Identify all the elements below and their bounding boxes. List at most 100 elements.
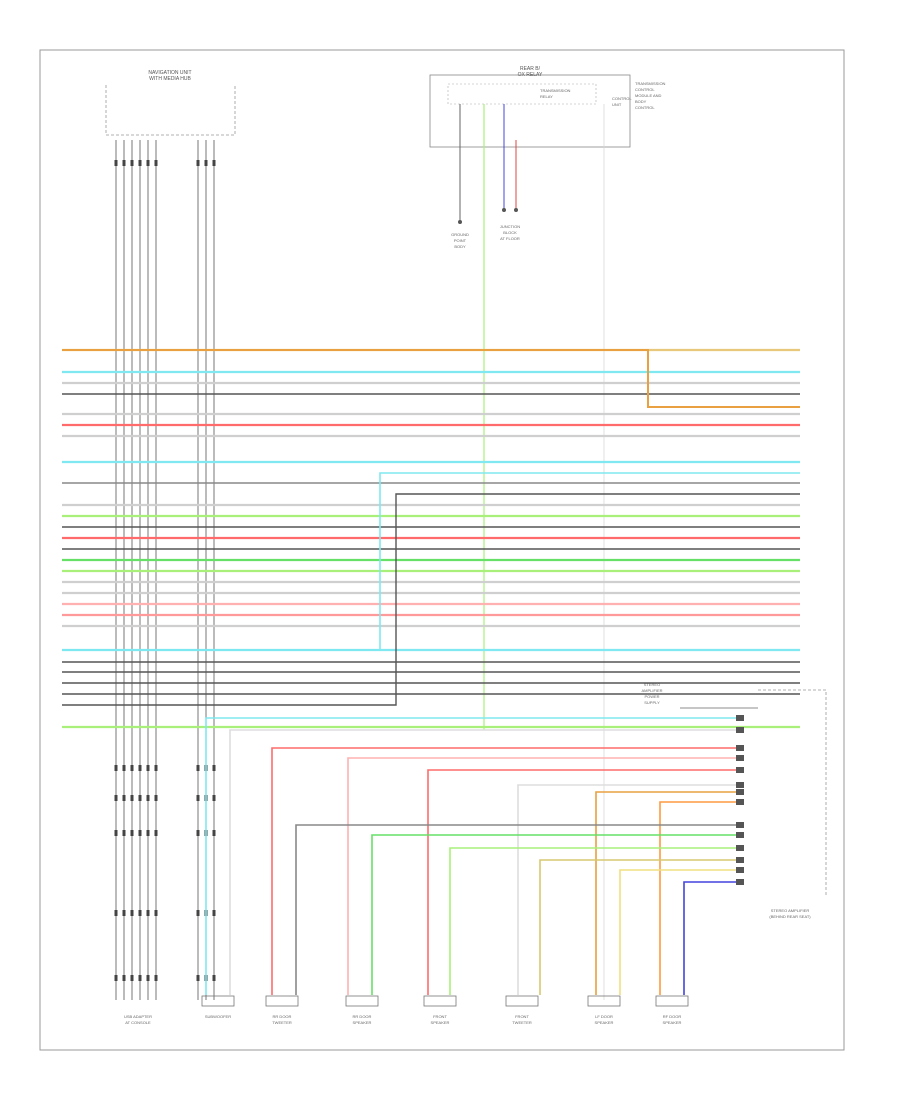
connector-pin — [138, 830, 142, 836]
relay-box: REAR B/ OX RELAY TRANSMISSION RELAY CONT… — [429, 66, 666, 148]
svg-text:WITH MEDIA HUB: WITH MEDIA HUB — [149, 76, 191, 82]
connector-pin — [212, 910, 216, 916]
amp-wire — [347, 757, 740, 995]
connector-pin — [114, 795, 118, 801]
connector-pin — [138, 910, 142, 916]
amp-pin — [736, 782, 744, 788]
connector-pin — [114, 160, 118, 166]
connector-pin — [122, 910, 126, 916]
connector-pin — [130, 765, 134, 771]
speaker-label: FRONT — [515, 1014, 529, 1019]
speaker-label: SUBWOOFER — [205, 1014, 231, 1019]
amp-wire — [205, 717, 740, 995]
connector-pin — [122, 795, 126, 801]
connector-pin — [196, 910, 200, 916]
connector-pin — [122, 160, 126, 166]
connector-pin — [146, 830, 150, 836]
amp-pin — [736, 715, 744, 721]
speaker-body — [423, 995, 457, 1007]
svg-text:JUNCTION: JUNCTION — [500, 224, 520, 229]
connector-pin — [154, 765, 158, 771]
svg-text:TRANSMISSION: TRANSMISSION — [540, 88, 571, 93]
svg-text:USB ADAPTER: USB ADAPTER — [124, 1014, 152, 1019]
connector-pin — [138, 765, 142, 771]
speaker-body — [587, 995, 621, 1007]
connector-pin — [196, 160, 200, 166]
connector-pin — [122, 765, 126, 771]
amp-pin — [736, 857, 744, 863]
usb-adapter: USB ADAPTER AT CONSOLE — [124, 1014, 152, 1025]
amp-wire — [449, 847, 740, 995]
amp-wire — [371, 834, 740, 995]
amp-pin — [736, 727, 744, 733]
connector-pin — [196, 830, 200, 836]
bus-wire — [62, 493, 800, 706]
connector-pin — [130, 830, 134, 836]
amp-wire — [595, 791, 740, 995]
connector-pin — [130, 975, 134, 981]
svg-text:BLOCK: BLOCK — [503, 230, 517, 235]
connector-pin — [146, 975, 150, 981]
speaker-label: SPEAKER — [353, 1020, 372, 1025]
connector-pin — [130, 160, 134, 166]
connector-pin — [130, 795, 134, 801]
amp-pin — [736, 799, 744, 805]
speaker-body — [201, 995, 235, 1007]
relay-box-label: REAR B/ — [520, 66, 541, 72]
connector-pin — [146, 765, 150, 771]
speaker: SUBWOOFER — [201, 995, 235, 1019]
connector-pin — [114, 830, 118, 836]
connector-pin — [212, 830, 216, 836]
svg-text:TRANSMISSION: TRANSMISSION — [635, 81, 666, 86]
connector-pin — [212, 765, 216, 771]
speaker-label: LF DOOR — [595, 1014, 613, 1019]
speaker-label: SPEAKER — [595, 1020, 614, 1025]
amp-pin — [736, 832, 744, 838]
svg-text:AT CONSOLE: AT CONSOLE — [125, 1020, 151, 1025]
amp-wire — [539, 859, 740, 995]
svg-text:STEREO: STEREO — [644, 682, 660, 687]
amplifier-wires — [205, 715, 744, 995]
svg-text:(BEHIND REAR SEAT): (BEHIND REAR SEAT) — [769, 914, 811, 919]
nav-unit-label: NAVIGATION UNIT — [148, 70, 191, 76]
connector-pin — [146, 795, 150, 801]
amp-wire — [295, 824, 740, 995]
connector-pin — [130, 910, 134, 916]
connector-pin — [146, 160, 150, 166]
speaker-label: RF DOOR — [663, 1014, 682, 1019]
svg-text:RELAY: RELAY — [540, 94, 553, 99]
speaker-label: RR DOOR — [353, 1014, 372, 1019]
amp-wire — [427, 769, 740, 995]
svg-text:BODY: BODY — [635, 99, 647, 104]
connector-pin — [146, 910, 150, 916]
connector-pin — [154, 830, 158, 836]
amp-pin — [736, 867, 744, 873]
amp-wire — [683, 881, 740, 995]
connector-pin — [138, 795, 142, 801]
speaker-body — [345, 995, 379, 1007]
amp-pin — [736, 845, 744, 851]
speaker-label: SPEAKER — [663, 1020, 682, 1025]
connector-pin — [122, 830, 126, 836]
amp-wire — [271, 747, 740, 995]
connector-pin — [122, 975, 126, 981]
speaker-label: RR DOOR — [273, 1014, 292, 1019]
amp-pin — [736, 767, 744, 773]
stereo-amplifier: STEREO AMPLIFIER POWER SUPPLY STEREO AMP… — [641, 682, 827, 919]
connector-pin — [204, 160, 208, 166]
svg-text:AMPLIFIER: AMPLIFIER — [641, 688, 662, 693]
svg-text:GROUND: GROUND — [451, 232, 469, 237]
amp-wire — [517, 784, 740, 995]
speaker-body — [265, 995, 299, 1007]
speaker-body — [655, 995, 689, 1007]
connector-pin — [138, 975, 142, 981]
speaker-body — [505, 995, 539, 1007]
speaker-label: SPEAKER — [431, 1020, 450, 1025]
speaker-label: FRONT — [433, 1014, 447, 1019]
speaker-label: TWEETER — [512, 1020, 532, 1025]
connector-pin — [196, 765, 200, 771]
